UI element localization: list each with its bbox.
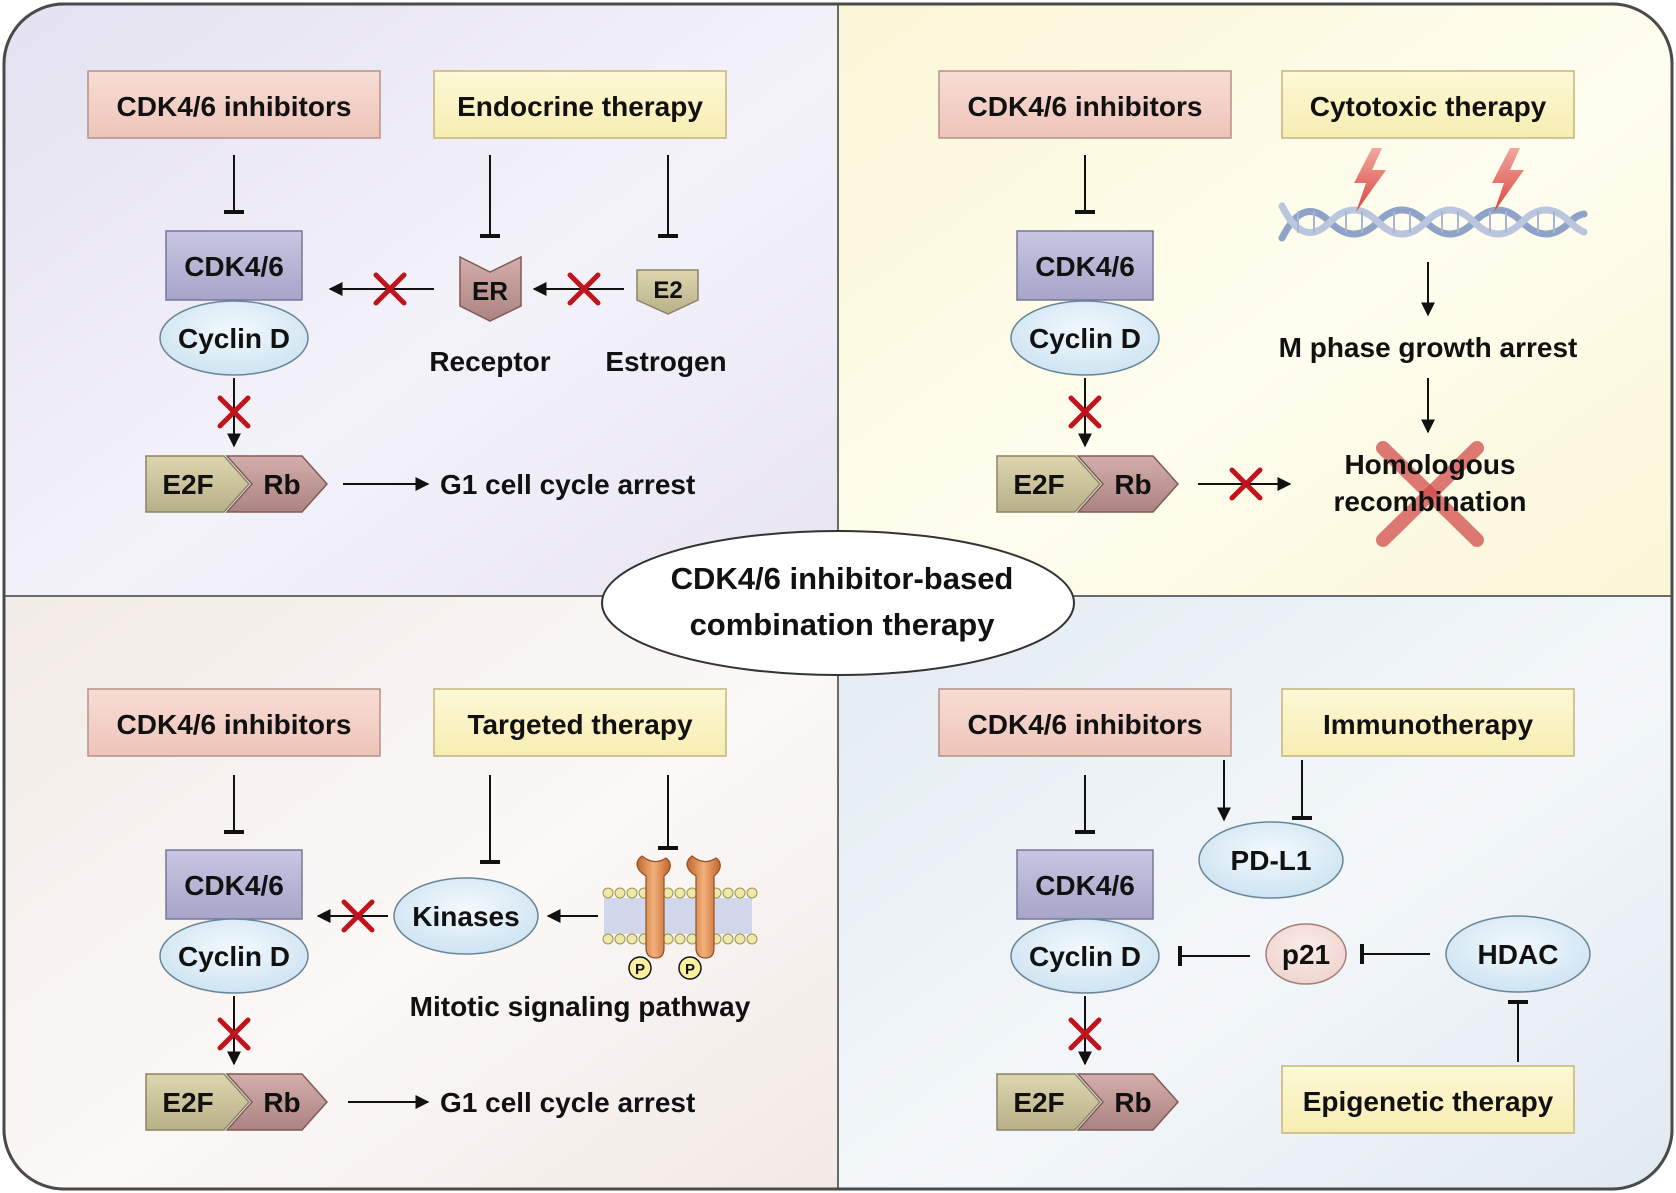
quadrant-endocrine — [5, 5, 838, 596]
kinases-label: Kinases — [412, 901, 519, 932]
block-x-icon — [1068, 1017, 1102, 1051]
hdac-label: HDAC — [1478, 939, 1559, 970]
cdk46-label: CDK4/6 — [184, 870, 284, 901]
panel-cytotoxic: CDK4/6 inhibitors Cytotoxic therapy CDK4… — [938, 70, 1588, 547]
cdk46-box — [165, 230, 303, 301]
targeted-therapy-label: Targeted therapy — [467, 709, 693, 740]
endocrine-therapy-label: Endocrine therapy — [457, 91, 703, 122]
epigenetic-therapy-box — [1281, 1065, 1575, 1134]
receptor-label: Receptor — [429, 346, 550, 377]
e2f-label: E2F — [162, 1087, 213, 1118]
cyclin-d-label: Cyclin D — [1029, 323, 1141, 354]
lightning-icon — [1354, 148, 1386, 212]
block-x-icon — [1229, 467, 1263, 501]
mitotic-pathway-label: Mitotic signaling pathway — [410, 991, 751, 1022]
e2-shape — [636, 269, 699, 315]
phosphate-icon — [678, 956, 702, 980]
cdk46-inhibitors-box — [938, 70, 1232, 139]
phospho-label: P — [635, 961, 645, 978]
panel-targeted: CDK4/6 inhibitors Targeted therapy CDK4/… — [87, 688, 758, 1131]
cyclin-d-label: Cyclin D — [1029, 941, 1141, 972]
membrane-receptor-icon — [602, 855, 758, 959]
immunotherapy-box — [1281, 688, 1575, 757]
er-receptor-shape — [459, 255, 522, 322]
pdl1-label: PD-L1 — [1231, 845, 1312, 876]
p21-ellipse — [1265, 923, 1347, 985]
homologous-label: Homologous — [1344, 449, 1515, 480]
immunotherapy-label: Immunotherapy — [1323, 709, 1533, 740]
pdl1-ellipse — [1198, 821, 1344, 899]
cdk46-inhibitors-label: CDK4/6 inhibitors — [968, 91, 1203, 122]
epigenetic-therapy-label: Epigenetic therapy — [1303, 1086, 1554, 1117]
cytotoxic-therapy-box — [1281, 70, 1575, 139]
cyclin-d-label: Cyclin D — [178, 323, 290, 354]
title-line-1: CDK4/6 inhibitor-based — [671, 561, 1014, 596]
rb-label: Rb — [263, 469, 300, 500]
lightning-icon — [1492, 148, 1524, 212]
cdk46-label: CDK4/6 — [1035, 870, 1135, 901]
cytotoxic-therapy-label: Cytotoxic therapy — [1310, 91, 1547, 122]
g1-arrest-label: G1 cell cycle arrest — [440, 1087, 695, 1118]
rb-chevron — [225, 455, 329, 513]
g1-arrest-label: G1 cell cycle arrest — [440, 469, 695, 500]
e2f-label: E2F — [162, 469, 213, 500]
cdk46-inhibitors-box — [938, 688, 1232, 757]
cyclin-d-ellipse — [1010, 300, 1160, 376]
dna-helix-icon — [1278, 202, 1588, 242]
e2f-label: E2F — [1013, 1087, 1064, 1118]
cyclin-d-ellipse — [159, 918, 309, 994]
rb-chevron — [225, 1073, 329, 1131]
cdk46-box — [1016, 230, 1154, 301]
cdk46-inhibitors-label: CDK4/6 inhibitors — [117, 91, 352, 122]
cdk46-label: CDK4/6 — [184, 251, 284, 282]
recombination-label: recombination — [1334, 486, 1527, 517]
phosphate-icon — [628, 956, 652, 980]
er-label: ER — [472, 276, 508, 306]
e2f-pentagon — [996, 455, 1102, 513]
cdk46-inhibitors-label: CDK4/6 inhibitors — [117, 709, 352, 740]
block-x-icon — [217, 1017, 251, 1051]
title-ellipse — [601, 530, 1075, 676]
cdk46-inhibitors-box — [87, 70, 381, 139]
rb-chevron — [1076, 455, 1180, 513]
cyclin-d-ellipse — [159, 300, 309, 376]
e2f-pentagon — [996, 1073, 1102, 1131]
cyclin-d-label: Cyclin D — [178, 941, 290, 972]
e2-label: E2 — [653, 277, 682, 304]
cdk46-inhibitors-box — [87, 688, 381, 757]
title-line-2: combination therapy — [690, 607, 996, 642]
block-x-icon — [341, 899, 375, 933]
estrogen-label: Estrogen — [605, 346, 726, 377]
e2f-pentagon — [145, 455, 251, 513]
rb-label: Rb — [1114, 469, 1151, 500]
phospho-label: P — [685, 961, 695, 978]
block-x-icon — [373, 272, 407, 306]
center-title: CDK4/6 inhibitor-based combination thera… — [601, 530, 1075, 676]
panel-immunotherapy: CDK4/6 inhibitors Immunotherapy PD-L1 CD… — [938, 688, 1591, 1134]
cdk46-inhibitors-label: CDK4/6 inhibitors — [968, 709, 1203, 740]
hdac-ellipse — [1445, 915, 1591, 993]
e2f-label: E2F — [1013, 469, 1064, 500]
rb-label: Rb — [263, 1087, 300, 1118]
kinases-ellipse — [393, 877, 539, 955]
e2f-pentagon — [145, 1073, 251, 1131]
cdk46-label: CDK4/6 — [1035, 251, 1135, 282]
quadrant-cytotoxic — [838, 5, 1671, 596]
rb-chevron — [1076, 1073, 1180, 1131]
cdk46-box — [1016, 849, 1154, 920]
block-x-icon — [1068, 395, 1102, 429]
targeted-therapy-box — [433, 688, 727, 757]
panel-endocrine: CDK4/6 inhibitors Endocrine therapy CDK4… — [87, 70, 727, 513]
rb-label: Rb — [1114, 1087, 1151, 1118]
large-block-x-icon — [1376, 441, 1484, 547]
m-phase-label: M phase growth arrest — [1279, 332, 1578, 363]
block-x-icon — [567, 272, 601, 306]
block-x-icon — [217, 395, 251, 429]
cyclin-d-ellipse — [1010, 918, 1160, 994]
p21-label: p21 — [1282, 939, 1330, 970]
endocrine-therapy-box — [433, 70, 727, 139]
